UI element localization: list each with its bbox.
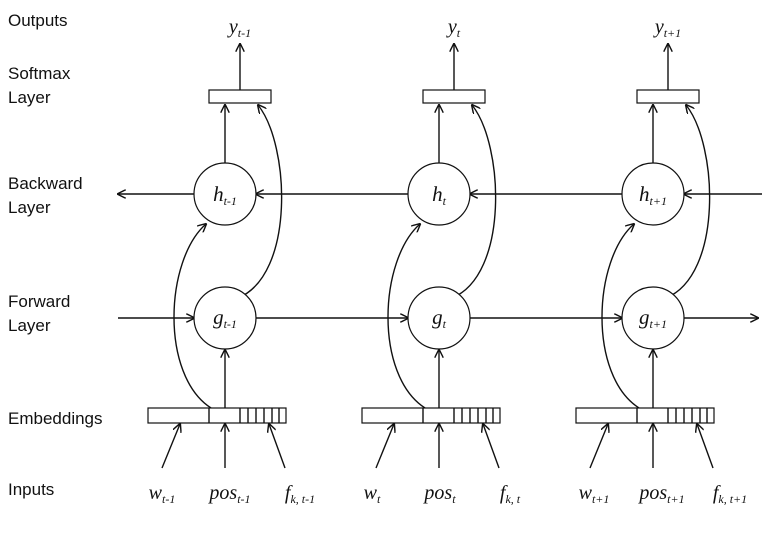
backward-node-label: ht+1 — [639, 182, 667, 208]
label-outputs: Outputs — [8, 11, 68, 30]
forward-to-softmax-arrow — [451, 105, 497, 299]
embedding-to-backward-arrow — [173, 224, 212, 409]
forward-node — [193, 286, 257, 350]
pos-input-label: post-1 — [207, 482, 250, 506]
label-softmax-line1: Softmax — [8, 64, 71, 83]
forward-node — [621, 286, 685, 350]
word-input-label: wt+1 — [579, 482, 610, 506]
embedding-vector — [147, 407, 287, 424]
backward-node-label: ht-1 — [213, 182, 237, 208]
backward-node — [193, 162, 257, 226]
feature-input-arrow — [483, 424, 500, 469]
softmax-box — [422, 89, 486, 104]
word-input-arrow — [589, 424, 608, 469]
backward-node — [407, 162, 471, 226]
output-label: yt-1 — [227, 16, 251, 40]
feature-input-label: fk, t — [500, 482, 521, 506]
timestep-column — [361, 44, 501, 469]
softmax-box — [208, 89, 272, 104]
softmax-box — [636, 89, 700, 104]
label-inputs: Inputs — [8, 480, 54, 499]
feature-input-label: fk, t-1 — [285, 482, 315, 506]
backward-node-label: ht — [432, 182, 447, 208]
feature-input-arrow — [269, 424, 286, 469]
forward-node-label: gt+1 — [639, 305, 667, 331]
label-backward-line1: Backward — [8, 174, 83, 193]
output-label: yt — [446, 16, 461, 40]
forward-to-softmax-arrow — [665, 105, 711, 299]
label-backward-line2: Layer — [8, 198, 51, 217]
embedding-to-backward-arrow — [601, 224, 640, 409]
embedding-vector — [361, 407, 501, 424]
pos-input-label: post — [422, 482, 456, 506]
label-embeddings: Embeddings — [8, 409, 103, 428]
embedding-vector — [575, 407, 715, 424]
word-input-label: wt-1 — [149, 482, 176, 506]
word-input-label: wt — [364, 482, 381, 506]
feature-input-arrow — [697, 424, 714, 469]
output-label: yt+1 — [653, 16, 681, 40]
timestep-column — [147, 44, 287, 469]
label-forward-line2: Layer — [8, 316, 51, 335]
embedding-to-backward-arrow — [387, 224, 426, 409]
forward-node-label: gt — [432, 305, 447, 331]
forward-to-softmax-arrow — [237, 105, 283, 299]
word-input-arrow — [375, 424, 394, 469]
forward-node-label: gt-1 — [213, 305, 237, 331]
label-forward-line1: Forward — [8, 292, 70, 311]
word-input-arrow — [161, 424, 180, 469]
pos-input-label: post+1 — [637, 482, 684, 506]
forward-node — [407, 286, 471, 350]
label-softmax-line2: Layer — [8, 88, 51, 107]
feature-input-label: fk, t+1 — [713, 482, 747, 506]
backward-node — [621, 162, 685, 226]
timestep-column — [575, 44, 715, 469]
